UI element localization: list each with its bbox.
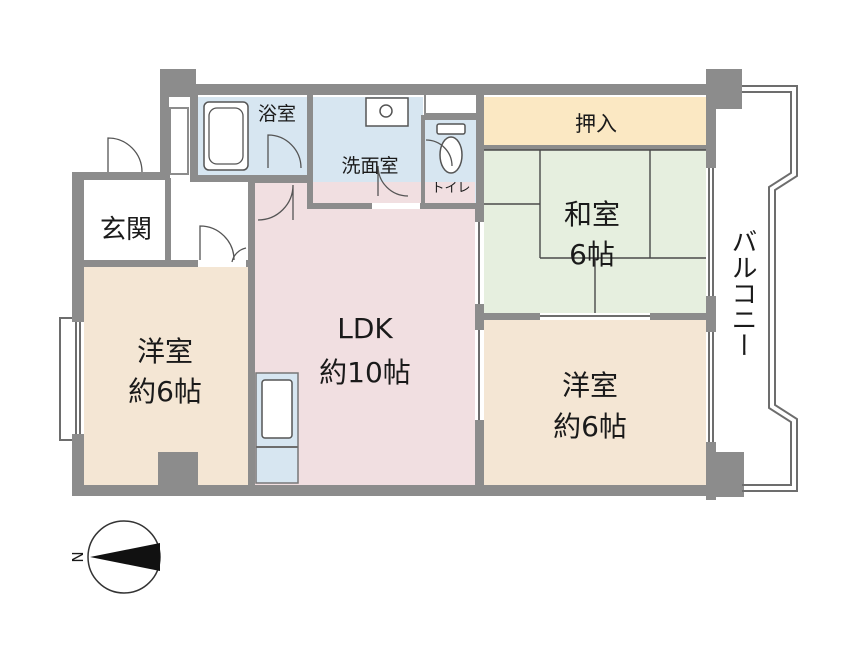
toilet-tank bbox=[436, 123, 466, 135]
bathtub-inner bbox=[208, 107, 244, 165]
label-ldk-name: LDK bbox=[337, 312, 393, 345]
wall-ldk-left bbox=[248, 178, 255, 490]
door-ldk-top bbox=[257, 184, 294, 221]
wall-ldk-top bbox=[248, 176, 313, 183]
entrance-floor bbox=[84, 182, 169, 262]
door-wash bbox=[377, 165, 409, 197]
window-right-western bbox=[706, 332, 716, 442]
compass-needle bbox=[90, 543, 160, 571]
wash-basin bbox=[365, 97, 409, 127]
opening-wash bbox=[372, 203, 420, 209]
wall-top bbox=[160, 84, 706, 95]
label-japanese-name: 和室 bbox=[564, 198, 620, 231]
compass: N bbox=[68, 520, 161, 594]
label-western-right-size: 約6帖 bbox=[553, 410, 627, 443]
wall-wet-right bbox=[476, 95, 484, 209]
label-closet: 押入 bbox=[575, 112, 617, 136]
wall-bath-right bbox=[190, 95, 198, 177]
wall-wash-left bbox=[307, 95, 313, 207]
label-entrance: 玄関 bbox=[100, 215, 152, 245]
wall-entrance-bottom bbox=[82, 260, 248, 267]
wall-bath-left bbox=[160, 95, 169, 175]
door-entrance-room bbox=[199, 225, 235, 261]
label-bath: 浴室 bbox=[258, 103, 296, 125]
tatami-lines bbox=[484, 149, 706, 313]
label-washroom: 洗面室 bbox=[341, 155, 398, 177]
door-toilet bbox=[425, 139, 453, 167]
wall-storage-right bbox=[165, 178, 171, 262]
label-western-left-name: 洋室 bbox=[137, 335, 193, 368]
kitchen-sink bbox=[261, 379, 293, 439]
label-japanese-size: 6帖 bbox=[569, 238, 615, 271]
window-left bbox=[72, 322, 84, 434]
doors bbox=[107, 134, 453, 263]
label-ldk-size: 約10帖 bbox=[319, 356, 411, 389]
wall-right bbox=[706, 95, 716, 500]
wall-entrance-top bbox=[72, 172, 170, 180]
shelf-bath bbox=[169, 107, 189, 175]
opening-entrance bbox=[198, 260, 246, 267]
label-balcony: バルコニー bbox=[727, 228, 757, 358]
fixtures bbox=[203, 97, 466, 484]
wall-toilet-left bbox=[421, 118, 425, 206]
balcony-railing-inner bbox=[742, 91, 792, 486]
openings bbox=[59, 93, 716, 442]
compass-north-label: N bbox=[68, 551, 86, 562]
window-right-japanese bbox=[706, 168, 716, 296]
door-bath bbox=[267, 134, 302, 169]
balcony-railing bbox=[742, 85, 798, 492]
label-toilet: トイレ bbox=[431, 181, 470, 196]
wall-entrance-left bbox=[72, 172, 84, 264]
label-western-right-name: 洋室 bbox=[562, 369, 618, 402]
wall-bottom-left-notch bbox=[158, 452, 198, 487]
door-entrance bbox=[107, 137, 143, 173]
balcony bbox=[742, 85, 798, 492]
door-western bbox=[231, 247, 247, 263]
wall-closet-bottom bbox=[482, 145, 706, 150]
western-room-left-floor bbox=[84, 266, 248, 485]
label-western-left-size: 約6帖 bbox=[128, 375, 202, 408]
bathtub bbox=[203, 101, 249, 171]
window-top bbox=[424, 93, 478, 115]
closet-floor bbox=[484, 97, 706, 145]
wall-toilet-top bbox=[421, 115, 479, 120]
wash-basin-bowl bbox=[379, 104, 393, 118]
toilet-bowl bbox=[439, 136, 463, 174]
western-room-right-floor bbox=[484, 320, 706, 485]
kitchen-counter bbox=[255, 372, 299, 484]
room-labels: 浴室 洗面室 トイレ 押入 玄関 LDK 約10帖 和室 6帖 洋室 約6帖 洋… bbox=[100, 103, 757, 443]
wall-top-left-column bbox=[160, 69, 196, 97]
wall-bottom bbox=[72, 485, 716, 496]
